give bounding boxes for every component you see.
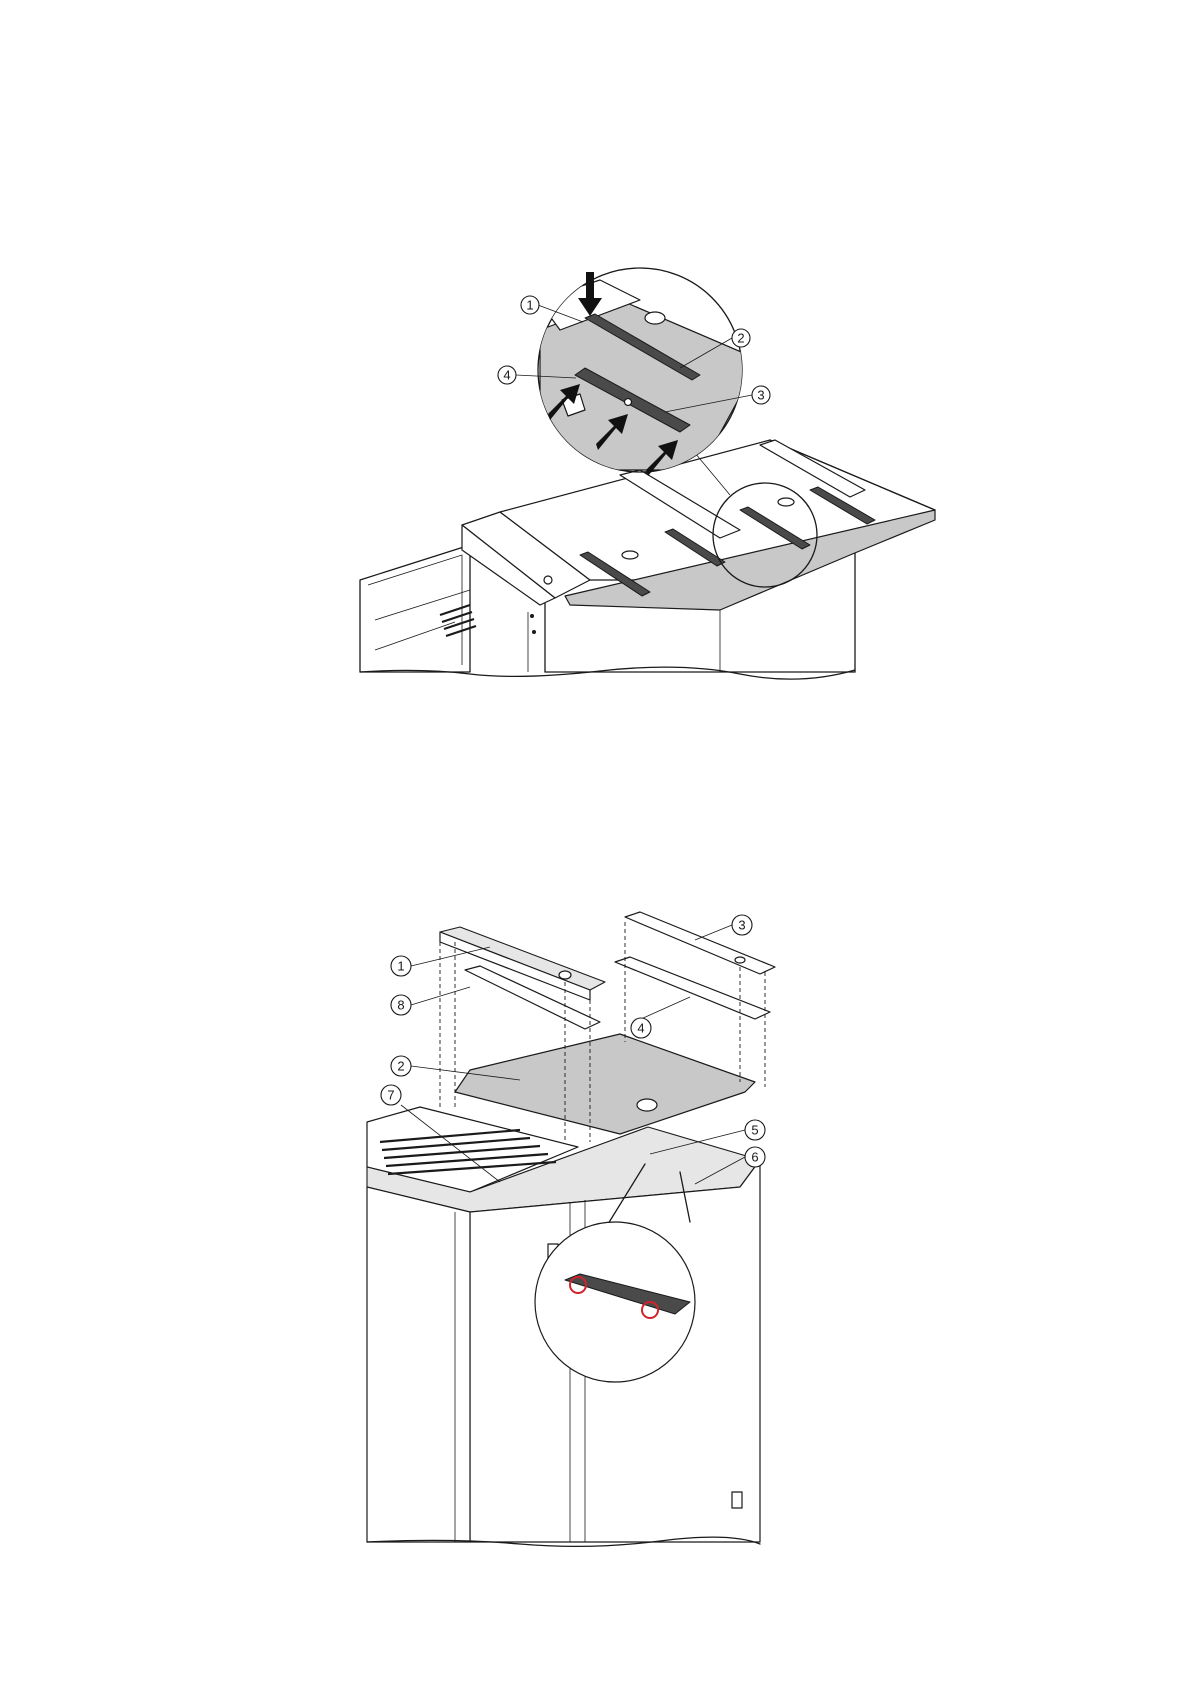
figure-bottom-exploded-view: 1 2 3 4 5 6 7 8 [0,842,1190,1684]
magnified-detail [538,268,760,476]
svg-text:2: 2 [737,331,744,346]
svg-text:4: 4 [503,368,510,383]
figure-top-drawing: 1 2 3 4 [0,0,1190,842]
svg-text:6: 6 [751,1150,758,1165]
svg-text:1: 1 [526,298,533,313]
left-rail-pair [440,927,605,1029]
svg-text:4: 4 [637,1021,644,1036]
svg-text:5: 5 [751,1123,758,1138]
figure-bottom-drawing: 1 2 3 4 5 6 7 8 [0,842,1190,1684]
svg-text:2: 2 [397,1059,404,1074]
svg-text:3: 3 [757,388,764,403]
exploded-top-plate [455,1034,755,1134]
svg-text:7: 7 [387,1088,394,1103]
bottom-callout-3: 3 [695,915,752,940]
svg-text:1: 1 [397,959,404,974]
bottom-callout-4: 4 [631,997,690,1038]
bottom-callout-8: 8 [391,987,470,1015]
svg-text:8: 8 [397,998,404,1013]
figure-top-rail-installation: 1 2 3 4 [0,0,1190,842]
svg-text:3: 3 [738,918,745,933]
